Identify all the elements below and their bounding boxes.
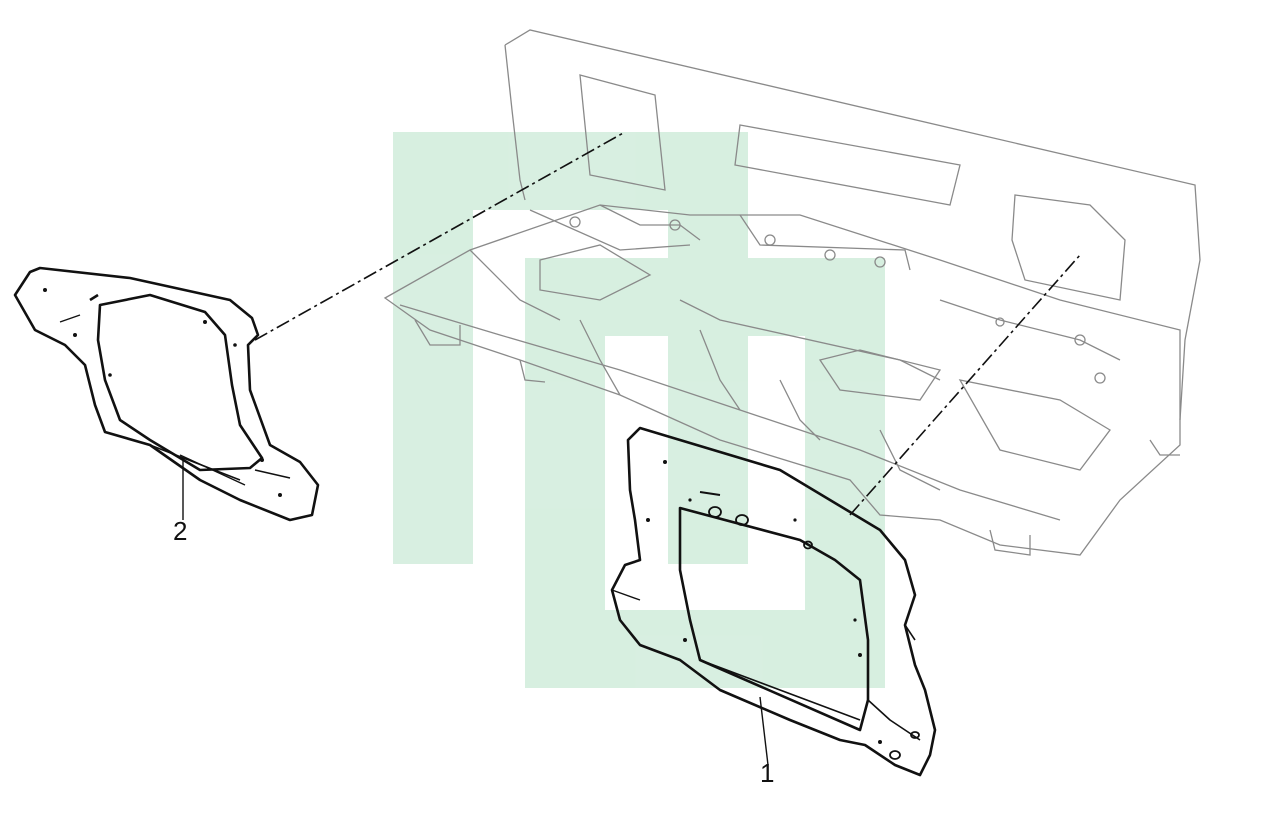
- floor-hole: [669, 219, 681, 231]
- panel-1-outline: [610, 426, 937, 777]
- floor-step-left: [539, 244, 652, 301]
- panel-part-2: [13, 266, 320, 522]
- leader-line-part-1: [759, 696, 769, 766]
- panel-1-hole: [803, 540, 813, 550]
- alignment-lines: [254, 131, 1081, 516]
- callout-number-2: 2: [173, 516, 188, 546]
- panel-1-hole: [910, 731, 920, 739]
- floor-hole: [824, 249, 836, 261]
- back-panel-window-right: [1011, 194, 1126, 301]
- floor-hole: [874, 256, 886, 268]
- alignment-line-part-2: [254, 131, 626, 341]
- watermark-bar-mid: [668, 132, 748, 564]
- floor-hole: [569, 216, 581, 228]
- back-panel-window-left: [579, 74, 666, 191]
- panel-1-marks: [646, 460, 882, 744]
- panel-2-inner-opening: [96, 293, 264, 472]
- back-panel-outline: [504, 29, 1201, 421]
- floor-assembly: [383, 29, 1201, 556]
- floor-step-right: [958, 379, 1111, 471]
- floor-outline: [383, 204, 1181, 556]
- floor-step-mid: [818, 349, 942, 401]
- alignment-line-part-1: [849, 254, 1081, 516]
- floor-hole: [1074, 334, 1086, 346]
- floor-hole: [1094, 372, 1106, 384]
- panel-1-details: [708, 506, 920, 760]
- panel-part-1: [610, 426, 937, 777]
- watermark-logo: [393, 132, 885, 688]
- floor-hole: [764, 234, 776, 246]
- panel-2-details: [43, 288, 282, 497]
- panel-2-outline: [13, 266, 320, 522]
- panel-1-hole: [889, 750, 901, 760]
- panel-1-hole: [735, 514, 749, 526]
- floor-hole: [995, 317, 1005, 327]
- callout-number-1: 1: [760, 758, 775, 788]
- watermark-bar-bottom: [525, 610, 885, 688]
- back-panel-slot: [734, 124, 961, 206]
- panel-1-hole: [708, 506, 722, 518]
